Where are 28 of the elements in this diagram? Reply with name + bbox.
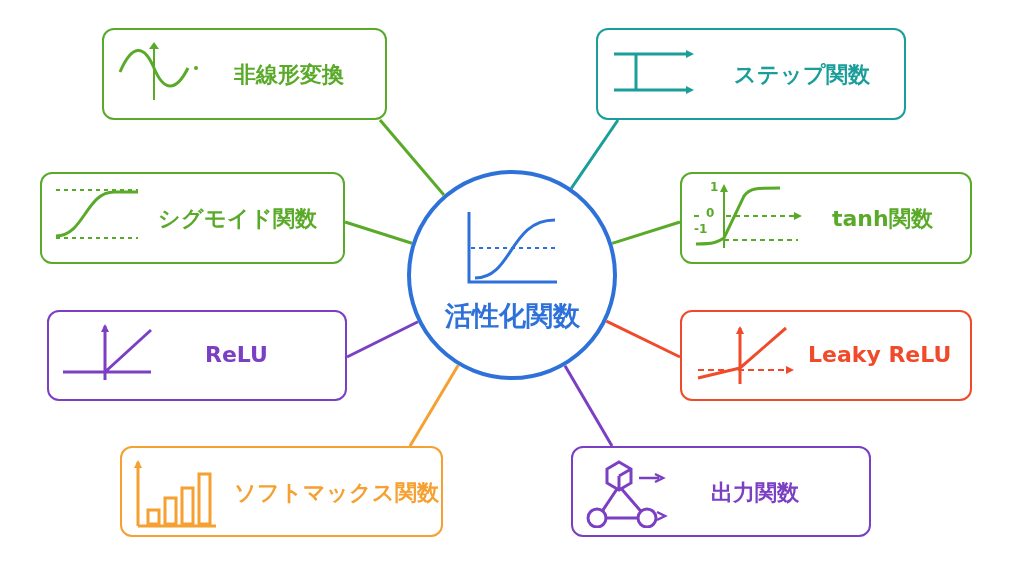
topic-label: 活性化関数 (443, 299, 581, 333)
topic-box (120, 446, 443, 537)
connector-line (570, 119, 620, 190)
connector-line (611, 220, 681, 245)
topic-label: 非線形変換 (234, 61, 344, 89)
connector-line (344, 220, 413, 245)
topic-label: ソフトマックス関数 (234, 479, 439, 507)
connector-line (408, 364, 460, 447)
topic-label: ステップ関数 (734, 61, 870, 89)
topic-label: 出力関数 (711, 479, 799, 507)
axis-label: 1 (710, 180, 719, 194)
topic-box (571, 446, 871, 537)
axis-label: -1 (694, 222, 708, 236)
topic-label: ReLU (205, 342, 268, 367)
axis-label: 0 (706, 206, 715, 220)
connector-line (378, 119, 446, 197)
topic-label: シグモイド関数 (158, 205, 317, 233)
topic-box (102, 28, 387, 120)
topic-box (680, 310, 972, 401)
topic-label: Leaky ReLU (808, 342, 952, 367)
connector-line (605, 319, 681, 359)
topic-box (596, 28, 906, 120)
topic-label: tanh関数 (832, 205, 933, 233)
connector-line (563, 364, 614, 447)
topic-box (680, 172, 972, 264)
connector-line (346, 320, 419, 359)
topic-box (47, 310, 347, 401)
topic-box (40, 172, 345, 264)
